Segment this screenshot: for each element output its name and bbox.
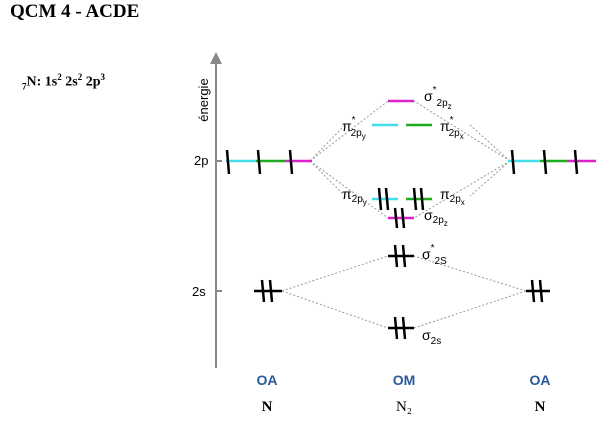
electron	[268, 279, 274, 303]
mo-sigma-star-2s	[388, 244, 414, 268]
corr-line	[309, 124, 346, 162]
left-2s-orbital	[254, 279, 282, 303]
electron	[542, 149, 548, 175]
electron	[573, 149, 579, 175]
axis-arrow-icon	[210, 52, 222, 64]
level-label-2s: 2s	[192, 284, 206, 299]
corr-line	[469, 160, 511, 197]
electron	[393, 316, 399, 340]
column-atom-middle: N₂	[396, 399, 412, 415]
electron	[288, 149, 294, 175]
mo-sigma-2pz	[388, 207, 414, 229]
label-sigma-2s: σ2s	[422, 327, 441, 347]
corr-line	[413, 160, 511, 219]
page-title: QCM 4 - ACDE	[10, 1, 140, 22]
mo-pi-2p	[372, 187, 432, 211]
corr-line	[309, 100, 389, 162]
atomic-number: 7	[22, 81, 27, 92]
electron	[419, 187, 425, 211]
column-atom-left: N	[262, 399, 273, 415]
electron-configuration: 7N: 1s2 2s2 2p3	[22, 72, 105, 92]
electron	[510, 149, 516, 175]
electron	[401, 316, 407, 340]
label-sigma-star-2pz: σ*2pz	[424, 85, 452, 111]
mo-sigma-2s	[388, 316, 414, 340]
electron	[225, 149, 231, 175]
corr-line	[309, 160, 389, 219]
corr-line	[413, 255, 527, 292]
axis-label: énergie	[196, 78, 211, 121]
corr-line	[281, 290, 389, 329]
electron	[260, 279, 266, 303]
column-head-middle: OM	[393, 372, 416, 388]
electron	[384, 187, 390, 211]
energy-axis: énergie	[196, 52, 222, 368]
label-pi-2px: π2px	[440, 186, 465, 207]
correlation-lines	[281, 100, 527, 329]
column-head-right: OA	[530, 372, 551, 388]
electron	[412, 187, 418, 211]
label-sigma-star-2s: σ*2S	[422, 243, 447, 267]
corr-line	[309, 160, 346, 197]
label-pi-2py: π2py	[342, 186, 367, 207]
electron	[377, 187, 383, 211]
electron	[538, 279, 544, 303]
electron	[401, 244, 407, 268]
label-pi-star-2py: π*2py	[342, 115, 366, 141]
corr-line	[413, 290, 527, 329]
corr-line	[281, 255, 389, 292]
left-2p-orbitals	[225, 149, 312, 175]
level-label-2p: 2p	[194, 153, 208, 168]
element-symbol: N	[26, 74, 37, 90]
electron	[256, 149, 262, 175]
corr-line	[413, 100, 511, 162]
electron	[530, 279, 536, 303]
electron	[400, 207, 406, 229]
label-sigma-2pz: σ2pz	[424, 207, 448, 228]
right-2s-orbital	[526, 279, 550, 303]
column-atom-right: N	[535, 399, 546, 415]
column-head-left: OA	[257, 372, 278, 388]
right-2p-orbitals	[508, 149, 596, 175]
corr-line	[469, 124, 511, 162]
electron	[393, 207, 399, 229]
electron	[393, 244, 399, 268]
label-pi-star-2px: π*2px	[440, 115, 464, 141]
